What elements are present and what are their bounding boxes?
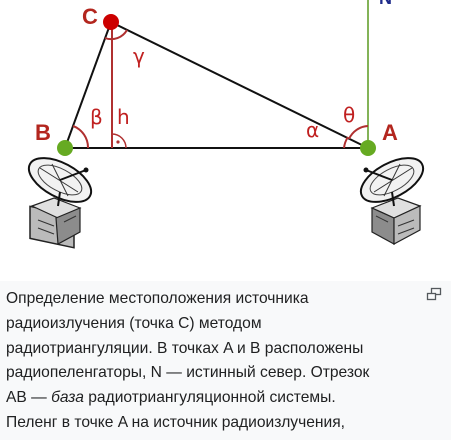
point-b-label: B [35, 120, 51, 145]
figure-caption: Определение местоположения источника рад… [6, 287, 416, 436]
angle-beta-label: β [90, 105, 103, 129]
angle-beta-arc [72, 125, 90, 149]
angle-theta-label: θ [343, 103, 355, 127]
caption-text: радиотриангуляционной системы. [83, 389, 336, 407]
triangulation-figure: C B A N γ β h α θ [27, 0, 425, 249]
height-label: h [117, 105, 130, 129]
triangulation-diagram: C B A N γ β h α θ [27, 0, 425, 249]
right-angle-dot [116, 140, 120, 144]
caption-line: AB — база радиотриангуляционной системы. [6, 389, 336, 406]
caption-text: AB — [6, 389, 52, 407]
angle-alpha-arc [343, 136, 349, 149]
caption-line: радиотриангуляции. В точках A и B распол… [6, 339, 364, 357]
point-a-label: A [382, 120, 398, 145]
caption-line: радиоизлучения (точка С) методом [6, 314, 262, 332]
angle-alpha-label: α [306, 118, 319, 142]
radar-dish-left-icon [27, 157, 93, 249]
angle-gamma-label: γ [133, 44, 145, 68]
caption-line: радиопеленгаторы, N — истинный север. От… [6, 364, 370, 382]
point-b-marker [57, 140, 73, 156]
caption-line: Определение местоположения источника [6, 290, 309, 307]
side-ca [110, 21, 369, 149]
point-a-marker [360, 140, 376, 156]
caption-emphasis-link[interactable]: база [51, 389, 84, 407]
point-c-marker [103, 14, 119, 30]
caption-line: Пеленг в точке A на источник радиоизлуче… [6, 413, 346, 431]
angle-gamma-arc [104, 29, 128, 41]
angle-theta-arc [348, 125, 369, 140]
point-c-label: C [82, 4, 98, 29]
radar-dish-right-icon [359, 157, 425, 246]
right-angle-mark [111, 133, 127, 149]
enlarge-icon[interactable] [426, 287, 442, 301]
north-label: N [379, 0, 392, 8]
side-bc [64, 21, 112, 149]
